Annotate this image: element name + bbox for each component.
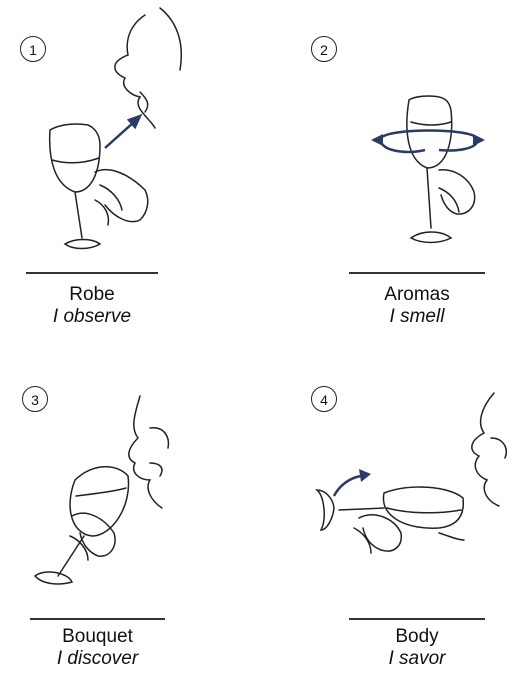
step-1-panel: 1 Robe I observe (0, 0, 230, 320)
step-4-divider (349, 618, 485, 620)
step-2-subtitle: I smell (349, 306, 485, 328)
step-3-title: Bouquet (30, 626, 165, 648)
step-2-panel: 2 Aromas I smell (289, 0, 519, 320)
step-1-title: Robe (26, 284, 158, 306)
step-2-divider (349, 272, 485, 274)
step-3-subtitle: I discover (30, 648, 165, 670)
step-1-subtitle: I observe (26, 306, 158, 328)
step-3-panel: 3 Bouquet I discover (0, 368, 230, 688)
step-4-panel: 4 Body I savor (289, 368, 519, 688)
step-3-divider (30, 618, 165, 620)
savor-illustration (289, 368, 519, 608)
step-2-title: Aromas (349, 284, 485, 306)
step-4-title: Body (349, 626, 485, 648)
observe-illustration (0, 0, 230, 270)
step-1-divider (26, 272, 158, 274)
discover-illustration (0, 368, 230, 608)
smell-illustration (289, 0, 519, 270)
step-4-subtitle: I savor (349, 648, 485, 670)
